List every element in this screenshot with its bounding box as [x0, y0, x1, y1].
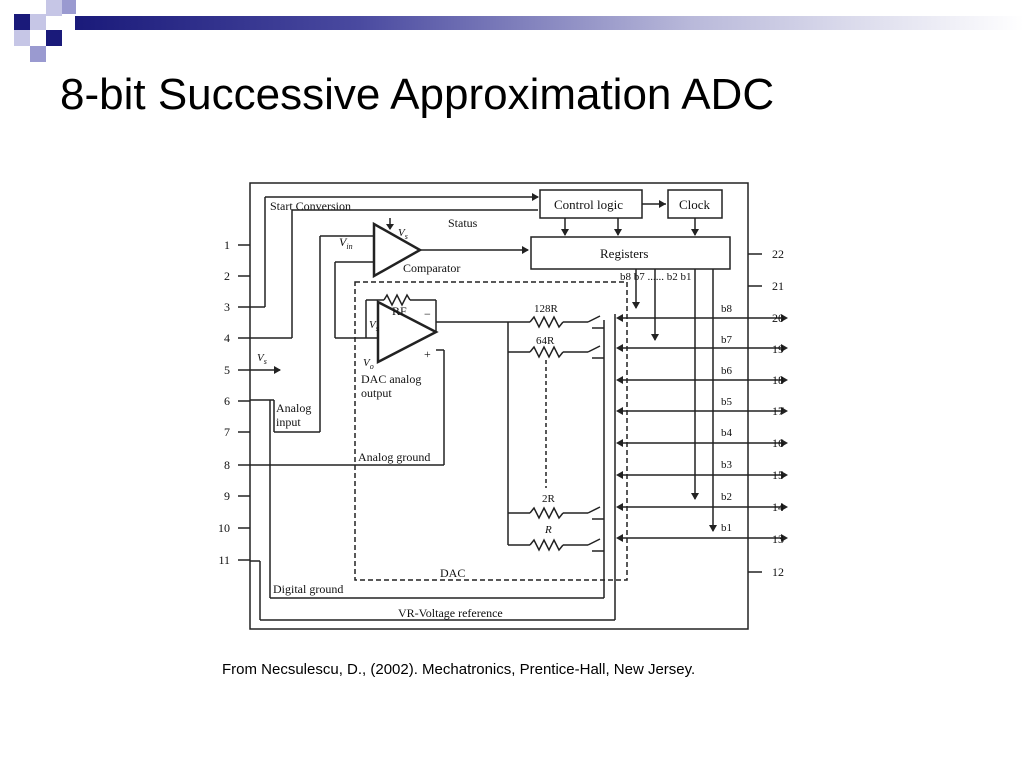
pin-10: 10	[218, 521, 230, 535]
pin-2: 2	[224, 269, 230, 283]
dac-analog-output-label-1: DAC analog	[361, 372, 421, 386]
pin-14: 14	[772, 500, 784, 514]
vo-label: Vo	[363, 357, 374, 371]
corner-square-light-1	[30, 14, 46, 30]
corner-square-mid-2	[30, 46, 46, 62]
digital-ground-label: Digital ground	[273, 582, 343, 596]
bit-label-b3: b3	[721, 459, 733, 471]
bit-label-b2: b2	[721, 491, 732, 503]
vr-voltage-reference-label: VR-Voltage reference	[398, 606, 503, 620]
pin-8: 8	[224, 458, 230, 472]
corner-square-light-2	[46, 0, 62, 16]
analog-input-label-1: Analog	[276, 401, 311, 415]
analog-input-label-2: input	[276, 415, 301, 429]
pin-6: 6	[224, 394, 230, 408]
control-logic-label: Control logic	[554, 197, 623, 212]
r64-label: 64R	[536, 335, 555, 347]
status-label: Status	[448, 216, 478, 230]
chip-outline	[249, 182, 749, 630]
resistor-64r	[529, 345, 564, 359]
bit-label-b4: b4	[721, 427, 733, 439]
registers-block	[530, 236, 731, 270]
pin-17: 17	[772, 404, 784, 418]
pin-9: 9	[224, 489, 230, 503]
r2-label: 2R	[542, 493, 556, 505]
pin-12: 12	[772, 565, 784, 579]
bit-label-b1: b1	[721, 522, 732, 534]
dac-analog-output-label-2: output	[361, 386, 392, 400]
resistor-1r	[529, 538, 564, 552]
plus-sign: +	[424, 347, 431, 361]
vs-label-opamp: Vs	[369, 319, 379, 333]
corner-square-mid-1	[62, 0, 76, 14]
pin-21: 21	[772, 279, 784, 293]
pin-19: 19	[772, 342, 784, 356]
pin-16: 16	[772, 436, 784, 450]
r128-label: 128R	[534, 303, 559, 315]
start-conversion-label: Start Conversion	[270, 199, 351, 213]
pin-1: 1	[224, 238, 230, 252]
bit-label-b8: b8	[721, 303, 733, 315]
comparator-label: Comparator	[403, 261, 460, 275]
r1-label: R	[544, 524, 552, 536]
pin-5: 5	[224, 363, 230, 377]
resistor-2r	[529, 506, 564, 520]
dac-dashed-box	[354, 281, 628, 581]
vin-label: Vin	[339, 235, 353, 251]
registers-label: Registers	[600, 246, 648, 261]
bit-label-b7: b7	[721, 334, 733, 346]
slide-title: 8-bit Successive Approximation ADC	[60, 70, 775, 119]
comparator-symbol	[372, 221, 423, 279]
pin-18: 18	[772, 373, 784, 387]
pin-22: 22	[772, 247, 784, 261]
rf-resistor	[383, 293, 411, 307]
bit-label-b5: b5	[721, 396, 733, 408]
pin-11: 11	[218, 553, 230, 567]
rf-label: RF	[392, 304, 407, 318]
dac-opamp-symbol	[376, 299, 439, 365]
corner-square-dark-2	[46, 30, 62, 46]
left-pin-stubs	[238, 244, 250, 561]
analog-ground-label: Analog ground	[358, 450, 430, 464]
pin-13: 13	[772, 532, 784, 546]
bit-label-b6: b6	[721, 365, 733, 377]
corner-square-dark-1	[14, 14, 30, 30]
pin-15: 15	[772, 468, 784, 482]
header-gradient-bar	[75, 16, 1024, 30]
pin-20: 20	[772, 311, 784, 325]
pin-4: 4	[224, 331, 230, 345]
pin-7: 7	[224, 425, 230, 439]
pin-3: 3	[224, 300, 230, 314]
resistor-128r	[529, 315, 564, 329]
vs-input-label: Vs	[257, 352, 267, 366]
corner-square-light-3	[14, 30, 30, 46]
right-pin-stubs	[748, 253, 762, 573]
source-caption: From Necsulescu, D., (2002). Mechatronic…	[222, 661, 696, 678]
dac-label: DAC	[440, 566, 465, 580]
vs-label-comparator: Vs	[398, 227, 408, 241]
clock-label: Clock	[679, 197, 711, 212]
minus-sign: −	[424, 307, 431, 321]
